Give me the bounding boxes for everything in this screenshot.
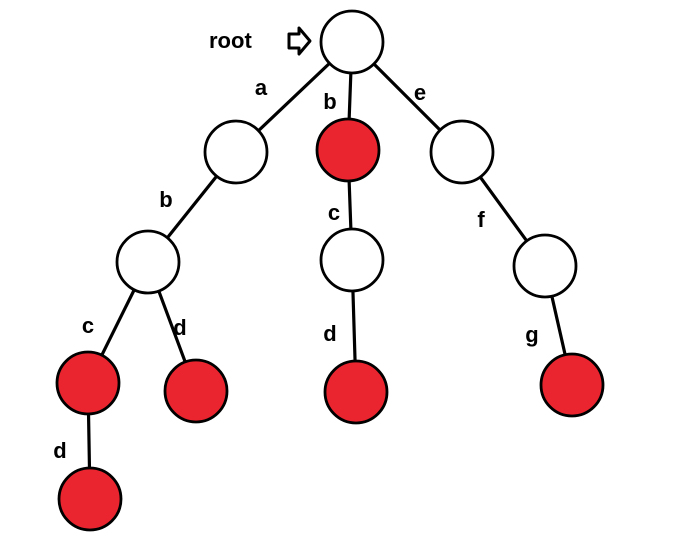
- root-pointer-arrow-icon: [287, 26, 312, 56]
- node-a: [203, 119, 269, 185]
- edge-label-a-ab: b: [159, 187, 172, 212]
- terminal-node-abd: [163, 358, 229, 424]
- node-ab: [115, 229, 181, 295]
- node-root: [319, 9, 385, 75]
- node-e: [429, 119, 495, 185]
- edge-label-b-bc: c: [328, 200, 340, 225]
- edge-label-root-a: a: [255, 75, 268, 100]
- root-label: root: [209, 28, 252, 53]
- terminal-node-efg: [539, 352, 605, 418]
- nodes-layer: [55, 9, 605, 532]
- edge-label-ab-abd: d: [173, 315, 186, 340]
- terminal-node-abcd: [57, 466, 123, 532]
- edge-label-e-ef: f: [477, 207, 485, 232]
- terminal-node-abc: [55, 350, 121, 416]
- edge-label-root-e: e: [414, 80, 426, 105]
- edge-label-ab-abc: c: [82, 313, 94, 338]
- edge-label-root-b: b: [323, 89, 336, 114]
- terminal-node-b: [315, 117, 381, 183]
- edge-label-ef-efg: g: [525, 322, 538, 347]
- node-ef: [512, 233, 578, 299]
- edge-label-abc-abcd: d: [53, 438, 66, 463]
- edge-label-bc-bcd: d: [323, 321, 336, 346]
- node-bc: [319, 227, 385, 293]
- edge-labels-layer: a b e b c f c d d g d: [53, 75, 538, 463]
- terminal-node-bcd: [323, 359, 389, 425]
